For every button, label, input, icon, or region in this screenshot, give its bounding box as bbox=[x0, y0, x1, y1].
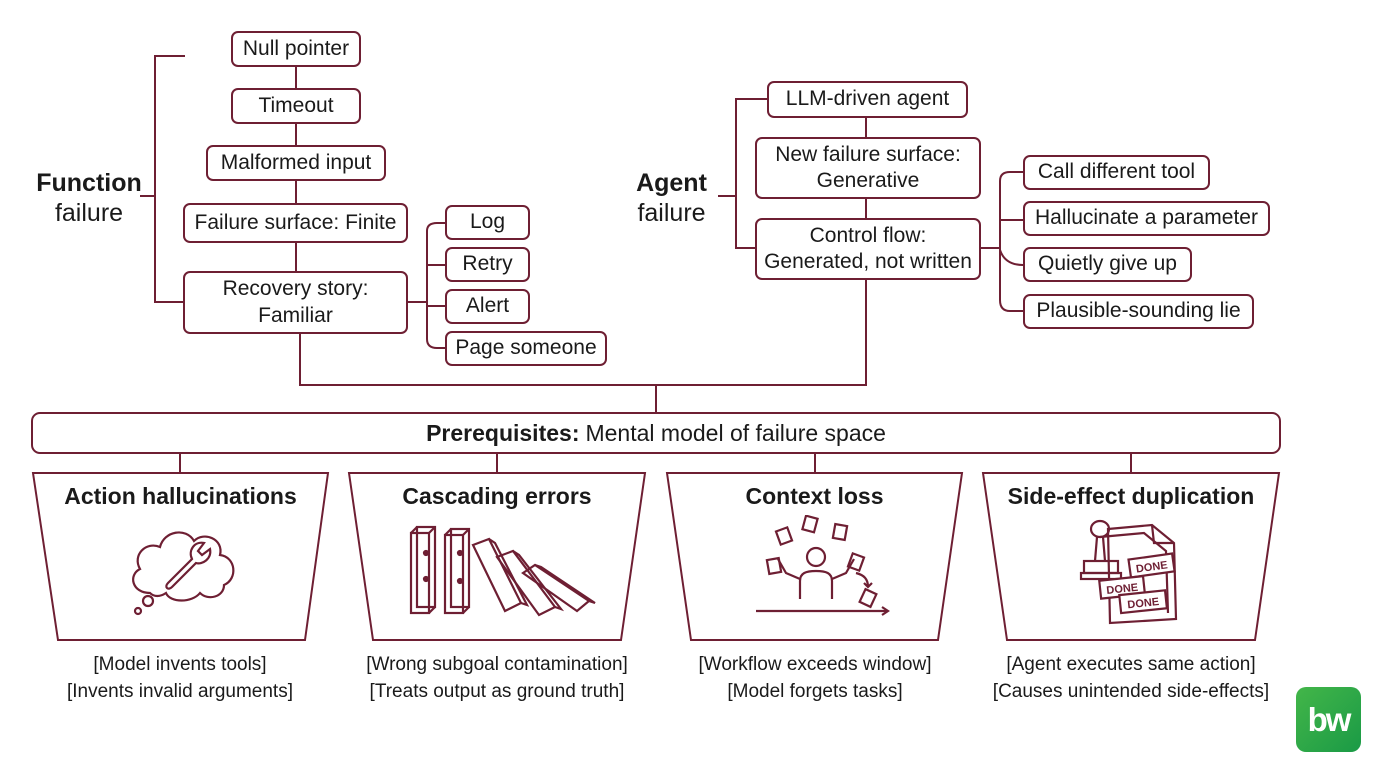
cloud-wrench-icon bbox=[132, 531, 235, 616]
action-retry-box: Retry bbox=[445, 247, 530, 282]
caption-side-effect-duplication: [Agent executes same action] [Causes uni… bbox=[971, 652, 1291, 705]
null-pointer-box: Null pointer bbox=[231, 31, 361, 67]
caption-line: [Wrong subgoal contamination] bbox=[366, 654, 628, 675]
control-line1: Control flow: bbox=[809, 223, 927, 247]
caption-line: [Agent executes same action] bbox=[1006, 654, 1256, 675]
outcome-hallucinate-parameter-box: Hallucinate a parameter bbox=[1023, 201, 1270, 236]
outcome-call-different-tool-box: Call different tool bbox=[1023, 155, 1210, 190]
action-log-box: Log bbox=[445, 205, 530, 240]
agent-label-bold: Agent bbox=[636, 169, 707, 197]
caption-line: [Workflow exceeds window] bbox=[698, 654, 932, 675]
function-failure-label: Function failure bbox=[34, 168, 144, 228]
function-label-bold: Function bbox=[36, 169, 142, 197]
prerequisites-bar: Prerequisites: Mental model of failure s… bbox=[31, 412, 1281, 454]
prerequisites-bold: Prerequisites: bbox=[426, 419, 580, 446]
action-page-someone-box: Page someone bbox=[445, 331, 607, 366]
caption-line: [Invents invalid arguments] bbox=[66, 680, 293, 702]
card-title-side-effect-duplication: Side-effect duplication bbox=[1007, 483, 1255, 509]
caption-action-hallucinations: [Model invents tools] [Invents invalid a… bbox=[20, 652, 340, 705]
surface-line1: New failure surface: bbox=[775, 142, 961, 166]
agent-label-rest: failure bbox=[637, 199, 706, 227]
surface-line2: Generative bbox=[816, 169, 920, 192]
recovery-line2: Familiar bbox=[258, 303, 333, 327]
stamp-text-1: DONE bbox=[1135, 559, 1168, 575]
card-title-context-loss: Context loss bbox=[745, 483, 884, 509]
control-flow-box: Control flow: Generated, not written bbox=[755, 218, 981, 280]
action-alert-box: Alert bbox=[445, 289, 530, 324]
bw-logo: bw bbox=[1296, 687, 1361, 752]
juggling-person-icon bbox=[756, 515, 890, 616]
new-failure-surface-box: New failure surface: Generative bbox=[755, 137, 981, 199]
function-label-rest: failure bbox=[54, 199, 124, 227]
stamp-text-3: DONE bbox=[1127, 596, 1160, 611]
stamp-documents-icon: DONE DONE DONE bbox=[1079, 519, 1178, 625]
recovery-line1: Recovery story: bbox=[222, 277, 369, 301]
outcome-plausible-lie-box: Plausible-sounding lie bbox=[1023, 294, 1254, 329]
agent-failure-label: Agent failure bbox=[624, 168, 719, 228]
failure-surface-finite-box: Failure surface: Finite bbox=[183, 203, 408, 243]
prerequisites-text: Mental model of failure space bbox=[585, 419, 886, 446]
llm-driven-agent-box: LLM-driven agent bbox=[767, 81, 968, 118]
caption-line: [Model invents tools] bbox=[93, 654, 267, 675]
caption-line: [Model forgets tasks] bbox=[727, 680, 903, 702]
control-line2: Generated, not written bbox=[764, 250, 972, 273]
caption-cascading-errors: [Wrong subgoal contamination] [Treats ou… bbox=[337, 652, 657, 705]
recovery-story-box: Recovery story: Familiar bbox=[183, 271, 408, 334]
dominoes-icon bbox=[409, 525, 596, 617]
outcome-quietly-give-up-box: Quietly give up bbox=[1023, 247, 1192, 282]
timeout-box: Timeout bbox=[231, 88, 361, 124]
caption-line: [Treats output as ground truth] bbox=[369, 680, 625, 702]
malformed-input-box: Malformed input bbox=[206, 145, 386, 181]
caption-line: [Causes unintended side-effects] bbox=[992, 680, 1270, 702]
caption-context-loss: [Workflow exceeds window] [Model forgets… bbox=[655, 652, 975, 705]
card-title-cascading-errors: Cascading errors bbox=[402, 483, 592, 509]
card-title-action-hallucinations: Action hallucinations bbox=[64, 483, 297, 509]
